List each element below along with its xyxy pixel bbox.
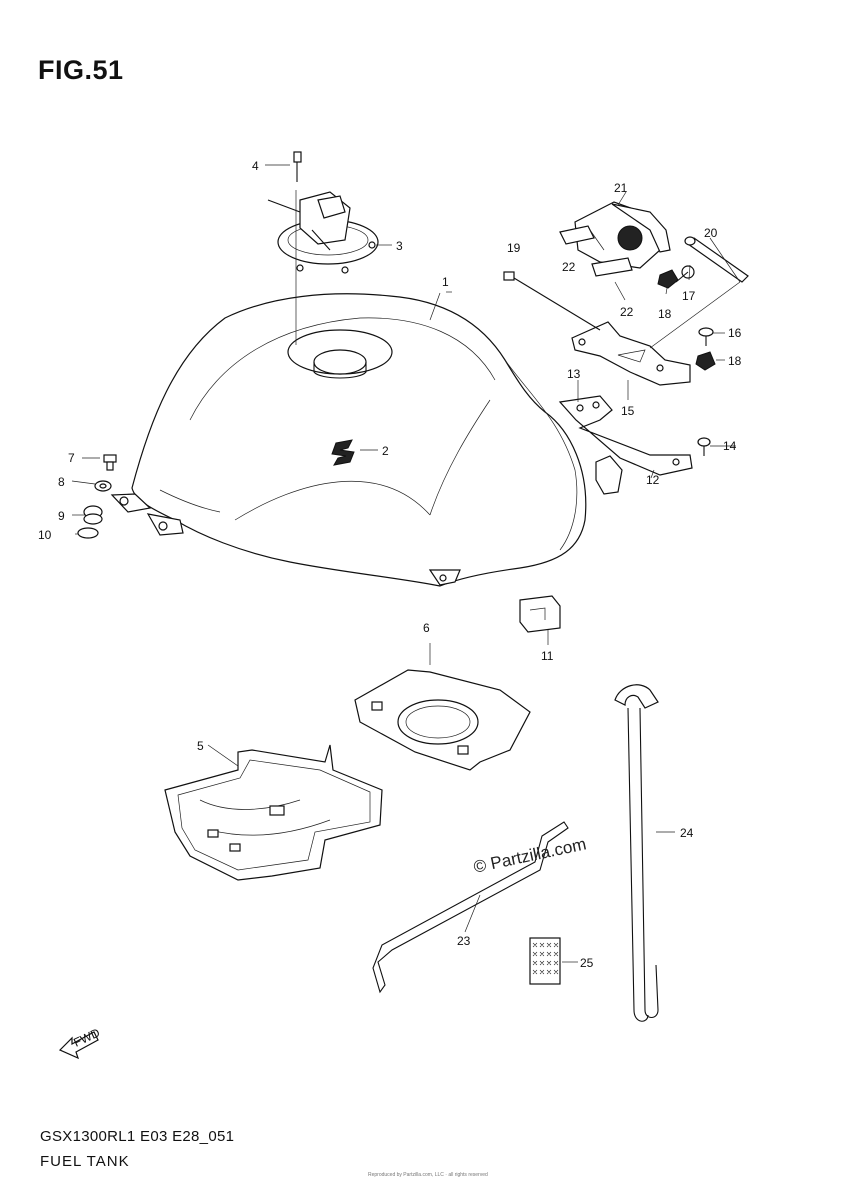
hinge-21-part[interactable] — [574, 201, 671, 269]
fuel-cap-part[interactable] — [267, 191, 379, 274]
callout-11: 11 — [541, 649, 554, 663]
callout-3: 3 — [396, 239, 403, 253]
callout-1: 1 — [442, 275, 449, 289]
collar-10-part[interactable] — [77, 527, 99, 539]
plate-22a-part[interactable] — [559, 225, 595, 245]
callout-25: 25 — [580, 956, 594, 970]
leader-lines — [71, 164, 741, 963]
callout-9: 9 — [58, 509, 65, 523]
figure-code: GSX1300RL1 E03 E28_051 — [40, 1128, 235, 1145]
tank-gasket-plate-part[interactable] — [354, 669, 531, 771]
pin-20-part[interactable] — [684, 236, 749, 283]
cushion-block-11-part[interactable] — [519, 595, 561, 633]
cushion-12-part[interactable] — [595, 455, 623, 495]
screw-16-part[interactable] — [698, 327, 714, 346]
callout-18a: 18 — [658, 307, 672, 321]
callout-24: 24 — [680, 826, 694, 840]
callout-12: 12 — [646, 473, 660, 487]
nut-18b-part[interactable] — [695, 351, 716, 371]
plate-22b-part[interactable] — [591, 257, 633, 277]
bolt-19-part[interactable] — [503, 271, 601, 331]
callout-5: 5 — [197, 739, 204, 753]
hose-24-part[interactable] — [614, 684, 659, 1022]
tank-emblem-part[interactable] — [331, 439, 355, 466]
washer-8-part[interactable] — [94, 480, 112, 492]
callout-4: 4 — [252, 159, 259, 173]
label-sheet-25-part[interactable] — [529, 937, 561, 985]
screw-14-part[interactable] — [697, 437, 711, 456]
cap-bolt-part[interactable] — [293, 151, 302, 182]
callout-10: 10 — [38, 528, 52, 542]
callout-13: 13 — [567, 367, 581, 381]
callout-22a: 22 — [562, 260, 576, 274]
callout-16: 16 — [728, 326, 742, 340]
fwd-arrow-icon: FWD — [58, 1025, 102, 1060]
callout-7: 7 — [68, 451, 75, 465]
callout-20: 20 — [704, 226, 718, 240]
nut-18a-part[interactable] — [657, 269, 679, 289]
fuel-tank-part[interactable] — [110, 293, 587, 587]
callout-6: 6 — [423, 621, 430, 635]
callout-18b: 18 — [728, 354, 742, 368]
bolt-7-part[interactable] — [103, 454, 117, 471]
bracket-15-part[interactable] — [571, 321, 691, 386]
cushion-9-part[interactable] — [83, 505, 103, 525]
pin-17-part[interactable] — [675, 265, 695, 283]
callout-14: 14 — [723, 439, 737, 453]
tank-bracket-12-part[interactable] — [558, 395, 693, 476]
callout-19: 19 — [507, 241, 521, 255]
callout-8: 8 — [58, 475, 65, 489]
copyright-fine-print: Reproduced by Partzilla.com, LLC · all r… — [368, 1172, 488, 1178]
rod-23-part[interactable] — [372, 821, 569, 994]
callout-2: 2 — [382, 444, 389, 458]
callout-21: 21 — [614, 181, 628, 195]
callout-22b: 22 — [620, 305, 634, 319]
callout-23: 23 — [457, 934, 471, 948]
figure-title: FIG.51 — [38, 55, 124, 85]
callout-labels: 1 2 3 4 5 6 7 8 9 10 11 12 13 14 15 16 1… — [38, 159, 742, 970]
callout-15: 15 — [621, 404, 635, 418]
tank-protector-sheet-part[interactable] — [164, 744, 383, 881]
callout-17: 17 — [682, 289, 696, 303]
figure-name: FUEL TANK — [40, 1153, 130, 1170]
